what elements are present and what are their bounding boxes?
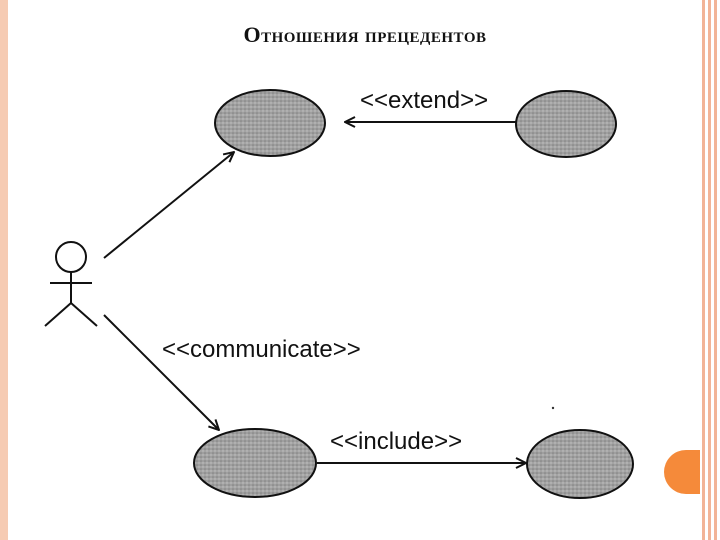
speck-mark xyxy=(551,406,555,410)
use-case-ellipse-top-left xyxy=(214,89,326,157)
actor-to-top-use-case-arrow xyxy=(103,152,234,259)
use-case-ellipse-top-right xyxy=(515,90,617,158)
slide-title: Отношения прецедентов xyxy=(243,22,487,47)
right-frame-line-2 xyxy=(708,0,711,540)
use-case-ellipse-bottom-left xyxy=(193,428,317,498)
include-label: <<include>> xyxy=(330,428,462,455)
right-frame-line-3 xyxy=(714,0,717,540)
communicate-arrow xyxy=(103,314,219,430)
extend-label: <<extend>> xyxy=(360,87,488,114)
right-frame-line-1 xyxy=(702,0,705,540)
use-case-ellipse-bottom-right xyxy=(526,429,634,499)
accent-half-circle xyxy=(664,450,700,494)
communicate-label: <<communicate>> xyxy=(162,336,361,363)
actor-icon xyxy=(44,241,98,327)
left-frame-strip xyxy=(0,0,8,540)
